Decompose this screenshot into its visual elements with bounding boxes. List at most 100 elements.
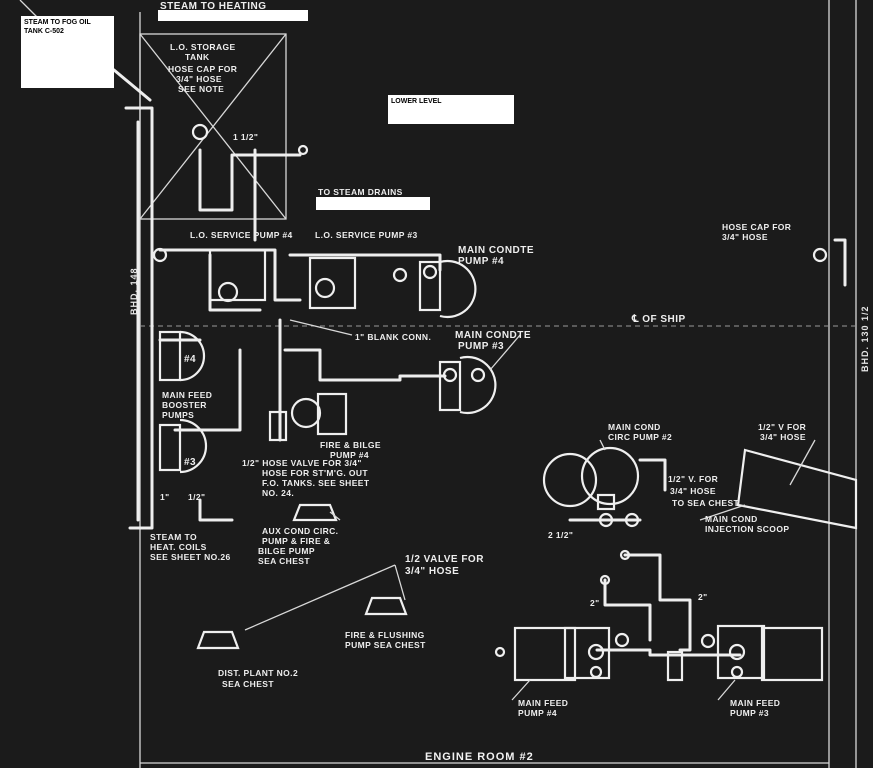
- leader-line: [489, 334, 521, 371]
- steam-to-heating-box: [158, 10, 308, 21]
- steam-to-fog-oil-text: STEAM TO FOG OIL: [24, 19, 91, 26]
- label-valve-3-4-hose: 3/4" HOSE: [405, 566, 459, 577]
- label-hose-cap: SEE NOTE: [178, 84, 224, 94]
- leader-line: [717, 679, 736, 701]
- label-aux-cond: AUX COND CIRC.: [262, 526, 338, 536]
- label-lo-storage-tank: L.O. STORAGE: [170, 42, 236, 52]
- leader-line: [789, 439, 816, 486]
- label-bhd-148: BHD. 148: [129, 267, 139, 315]
- steam-to-fog-oil-box: STEAM TO FOG OIL TANK C-502: [21, 16, 114, 88]
- label-main-condte-pump-3: PUMP #3: [458, 341, 504, 352]
- to-steam-drains-box: [316, 197, 430, 210]
- leader-line: [244, 564, 396, 631]
- label-v-hose-sea-chest: 3/4" HOSE: [670, 486, 716, 496]
- booster-pump-4: [158, 330, 206, 382]
- label-dist-plant: DIST. PLANT NO.2: [218, 668, 298, 678]
- label-main-feed-booster: BOOSTER: [162, 400, 207, 410]
- booster-line: [173, 348, 242, 432]
- label-main-condte-pump-4: MAIN CONDTE: [458, 245, 534, 256]
- feed-pump-4-disch: [595, 648, 742, 657]
- valve-handwheel-icon: [614, 632, 630, 648]
- label-main-condte-pump-3: MAIN CONDTE: [455, 330, 531, 341]
- valve-handwheel-icon: [392, 267, 408, 283]
- label-steam-heat-coils: STEAM TO: [150, 532, 197, 542]
- label-bhd-130: BHD. 130 1/2: [860, 305, 870, 372]
- label-hose-cap-right: 3/4" HOSE: [722, 232, 768, 242]
- label-lo-service-pump-3: L.O. SERVICE PUMP #3: [315, 230, 418, 240]
- label-to-steam-drains: TO STEAM DRAINS: [318, 187, 403, 197]
- label-aux-cond: BILGE PUMP: [258, 546, 315, 556]
- label-lo-service-pump-4: L.O. SERVICE PUMP #4: [190, 230, 293, 240]
- main-condte-pump-3: [438, 355, 497, 415]
- aux-cond-sea-chest: [292, 503, 338, 522]
- label-hose-cap-right: HOSE CAP FOR: [722, 222, 791, 232]
- lo-service-pump-3: [308, 256, 357, 310]
- label-fire-flushing: FIRE & FLUSHING: [345, 630, 425, 640]
- label-aux-cond: SEA CHEST: [258, 556, 310, 566]
- label-main-feed-pump-3: PUMP #3: [730, 708, 769, 718]
- valve-handwheel-icon: [812, 247, 828, 263]
- hose-cap-icon: [494, 646, 506, 658]
- label-steam-heat-coils: HEAT. COILS: [150, 542, 207, 552]
- label-main-cond-circ: MAIN COND: [608, 422, 661, 432]
- leader-line: [699, 504, 746, 521]
- leader-line: [599, 439, 606, 451]
- leader-line: [329, 511, 341, 521]
- label-v-hose-sea-chest: 1/2" V. FOR: [668, 474, 718, 484]
- main-feed-pump-4: [513, 626, 611, 682]
- label-steam-heat-coils: SEE SHEET NO.26: [150, 552, 231, 562]
- valve-handwheel-icon: [624, 512, 640, 528]
- lo-header: [158, 248, 302, 302]
- valve-handwheel-icon: [700, 633, 716, 649]
- hose-cap-icon: [619, 549, 631, 561]
- injection-scoop: [736, 448, 858, 530]
- label-main-cond-circ: CIRC PUMP #2: [608, 432, 672, 442]
- label-steam-to-heating: STEAM TO HEATING: [160, 1, 267, 12]
- label-aux-cond: PUMP & FIRE &: [262, 536, 330, 546]
- label-hose-cap: HOSE CAP FOR: [168, 64, 237, 74]
- label-dist-plant: SEA CHEST: [222, 679, 274, 689]
- steam-to-fog-oil-tank-text: TANK C-502: [24, 28, 64, 35]
- dist-plant-sea-chest: [196, 630, 240, 650]
- label-main-feed-pump-3: MAIN FEED: [730, 698, 780, 708]
- label-hose-valve-note: F.O. TANKS. SEE SHEET: [262, 478, 370, 488]
- label-engine-room: ENGINE ROOM #2: [425, 751, 534, 763]
- label-pipe-size: 2 1/2": [548, 530, 573, 540]
- fire-flushing-sea-chest: [364, 596, 408, 616]
- label-pipe-size: 1 1/2": [233, 132, 258, 142]
- label-pipe-size: 2": [590, 598, 600, 608]
- fire-bilge-pump-4: [268, 392, 348, 442]
- main-condte-pump-4: [418, 259, 477, 319]
- label-fire-bilge-pump: FIRE & BILGE: [320, 440, 381, 450]
- lo-pump-suction: [208, 253, 262, 312]
- lo-storage-tank: [139, 33, 287, 220]
- label-main-cond-scoop: INJECTION SCOOP: [705, 524, 789, 534]
- valve-handwheel-icon: [191, 123, 209, 141]
- label-v-for-hose: 3/4" HOSE: [760, 432, 806, 442]
- label-valve-3-4-hose: 1/2 VALVE FOR: [405, 554, 484, 565]
- lo-tank-drain-line: [198, 148, 302, 212]
- cond-circ-line: [638, 458, 667, 492]
- label-pipe-size: 1": [160, 492, 170, 502]
- feed-pump-4-line: [603, 578, 652, 642]
- label-booster-no3: #3: [184, 457, 196, 468]
- label-v-hose-sea-chest: TO SEA CHEST: [672, 498, 740, 508]
- label-hose-valve-note: HOSE FOR ST'M'G. OUT: [262, 468, 368, 478]
- hose-cap-icon: [599, 574, 611, 586]
- label-centerline: ℄ OF SHIP: [631, 314, 686, 325]
- label-hose-valve-note: 1/2" HOSE VALVE FOR 3/4": [242, 458, 362, 468]
- condensate-line: [283, 348, 447, 382]
- leader-line: [511, 679, 531, 701]
- label-main-feed-booster: PUMPS: [162, 410, 194, 420]
- leader-line: [394, 564, 406, 601]
- label-main-feed-pump-4: MAIN FEED: [518, 698, 568, 708]
- feed-pump-3-line: [623, 553, 692, 652]
- steam-to-fog-leader: [112, 68, 152, 102]
- hose-valve-branch: [198, 498, 234, 522]
- hose-cap-icon: [297, 144, 309, 156]
- main-cond-circ-pump-2: [542, 446, 640, 528]
- leader-line: [289, 319, 353, 336]
- label-main-condte-pump-4: PUMP #4: [458, 256, 504, 267]
- label-pipe-size: 2": [698, 592, 708, 602]
